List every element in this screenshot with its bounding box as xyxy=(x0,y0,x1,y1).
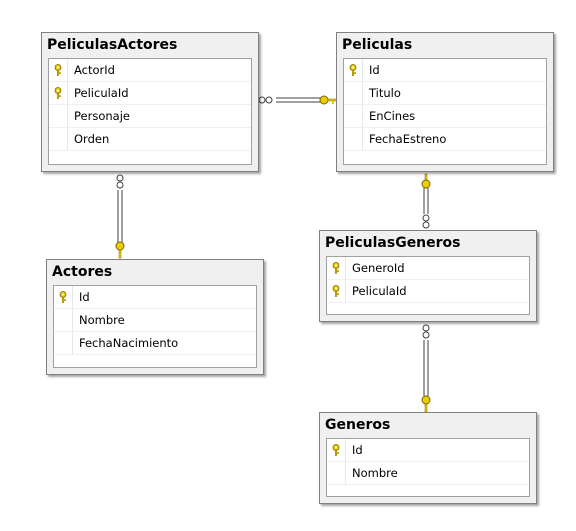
table-title: PeliculasGeneros xyxy=(325,235,461,251)
key-cell xyxy=(327,462,346,484)
column-row[interactable]: ActorId xyxy=(49,59,251,82)
one-end-key-icon xyxy=(319,95,338,105)
column-row[interactable]: Titulo xyxy=(344,82,546,105)
column-row[interactable]: Id xyxy=(344,59,546,82)
column-row[interactable]: Id xyxy=(327,439,529,462)
primary-key-icon xyxy=(54,87,62,99)
column-row[interactable]: EnCines xyxy=(344,105,546,128)
column-name: Personaje xyxy=(74,109,130,123)
column-name: Id xyxy=(79,290,90,304)
column-row[interactable]: Nombre xyxy=(327,462,529,485)
column-row[interactable]: Orden xyxy=(49,128,251,151)
key-cell xyxy=(49,59,68,81)
column-name: FechaNacimiento xyxy=(79,336,179,350)
key-cell xyxy=(54,332,73,354)
column-name: Orden xyxy=(74,132,110,146)
column-name: PeliculaId xyxy=(352,284,407,298)
column-name: Id xyxy=(352,443,363,457)
table-title: Generos xyxy=(325,417,391,433)
one-end-key-icon xyxy=(421,395,431,413)
key-cell xyxy=(54,286,73,308)
relationship-peliculasgeneros-generos[interactable] xyxy=(421,324,431,413)
column-row[interactable]: PeliculaId xyxy=(49,82,251,105)
column-name: EnCines xyxy=(369,109,416,123)
column-row[interactable]: GeneroId xyxy=(327,257,529,280)
column-name: GeneroId xyxy=(352,261,405,275)
many-end-infinity-icon xyxy=(422,214,430,229)
one-end-key-icon xyxy=(115,241,125,259)
key-cell xyxy=(327,257,346,279)
column-name: PeliculaId xyxy=(74,86,129,100)
key-cell xyxy=(344,82,363,104)
column-name: Id xyxy=(369,63,380,77)
one-end-key-icon xyxy=(421,173,431,189)
key-cell xyxy=(344,105,363,127)
primary-key-icon xyxy=(332,444,340,456)
column-name: Titulo xyxy=(369,86,401,100)
key-cell xyxy=(327,280,346,302)
column-row[interactable]: Personaje xyxy=(49,105,251,128)
column-name: ActorId xyxy=(74,63,115,77)
table-title: Actores xyxy=(52,264,113,280)
relationship-peliculasactores-actores[interactable] xyxy=(115,174,125,259)
column-row[interactable]: FechaEstreno xyxy=(344,128,546,151)
key-cell xyxy=(49,105,68,127)
primary-key-icon xyxy=(54,64,62,76)
primary-key-icon xyxy=(349,64,357,76)
column-row[interactable]: PeliculaId xyxy=(327,280,529,303)
many-end-infinity-icon xyxy=(422,324,430,339)
column-row[interactable]: Nombre xyxy=(54,309,256,332)
table-title: PeliculasActores xyxy=(47,37,178,53)
key-cell xyxy=(49,82,68,104)
many-end-infinity-icon xyxy=(258,96,273,104)
many-end-infinity-icon xyxy=(116,174,124,189)
column-name: Nombre xyxy=(79,313,125,327)
primary-key-icon xyxy=(332,262,340,274)
primary-key-icon xyxy=(332,285,340,297)
key-cell xyxy=(344,59,363,81)
key-cell xyxy=(344,128,363,150)
table-title: Peliculas xyxy=(342,37,413,53)
relationship-peliculasgeneros-peliculas[interactable] xyxy=(421,173,431,229)
key-cell xyxy=(54,309,73,331)
column-name: FechaEstreno xyxy=(369,132,447,146)
column-row[interactable]: Id xyxy=(54,286,256,309)
column-name: Nombre xyxy=(352,466,398,480)
relationship-peliculasactores-peliculas[interactable] xyxy=(258,95,338,105)
key-cell xyxy=(327,439,346,461)
column-row[interactable]: FechaNacimiento xyxy=(54,332,256,355)
key-cell xyxy=(49,128,68,150)
primary-key-icon xyxy=(59,291,67,303)
